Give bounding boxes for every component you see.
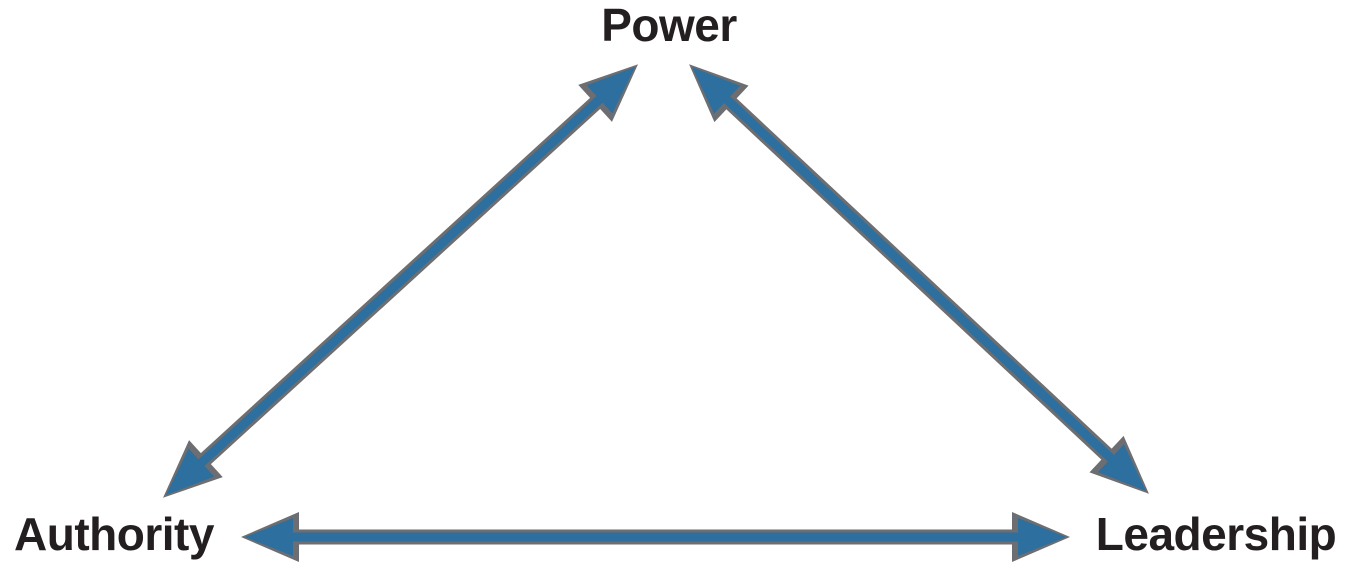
arrow-authority-leadership-head-start-fill [245,518,293,556]
arrow-power-leadership-shaft-fill [718,91,1120,467]
arrow-authority-power-head-start-fill [166,448,215,495]
node-label-authority: Authority [14,508,214,560]
arrow-power-leadership-head-end-fill [1097,444,1146,491]
arrow-authority-power-head-end-fill [586,67,635,114]
node-label-leadership: Leadership [1095,508,1337,560]
arrow-power-leadership-head-start-fill [692,67,741,114]
arrow-authority-power-shaft-fill [192,90,609,472]
node-label-power: Power [601,0,737,51]
arrow-authority-leadership-head-end-fill [1018,518,1066,556]
